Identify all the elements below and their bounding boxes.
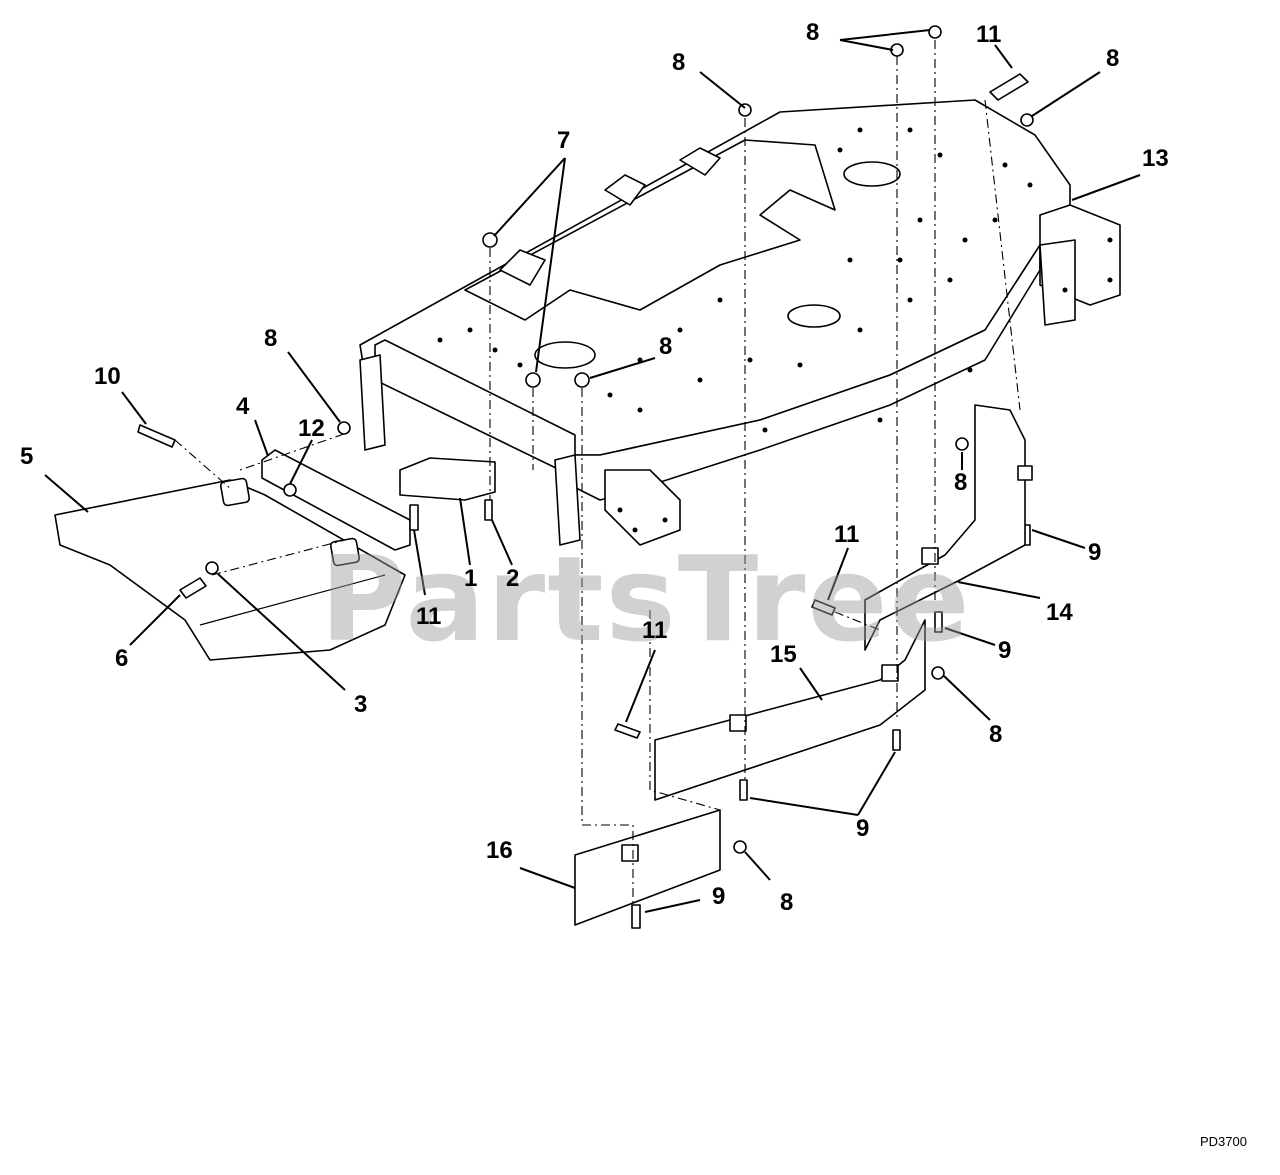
- callout-16: 16: [486, 837, 513, 864]
- drawing-code: PD3700: [1200, 1134, 1247, 1149]
- callout-11: 11: [834, 521, 859, 548]
- discharge-chute: [54, 477, 406, 661]
- callout-9: 9: [712, 883, 725, 910]
- callout-8: 8: [780, 889, 793, 916]
- callout-11: 11: [642, 617, 667, 644]
- callout-3: 3: [354, 691, 367, 718]
- callout-8: 8: [672, 49, 685, 76]
- callout-11: 11: [976, 21, 1001, 48]
- callout-5: 5: [20, 443, 33, 470]
- callout-12: 12: [298, 415, 325, 442]
- leader-lines: [44, 29, 1141, 913]
- callout-7: 7: [557, 127, 570, 154]
- callout-1: 1: [464, 565, 477, 592]
- callout-8: 8: [806, 19, 819, 46]
- callout-4: 4: [236, 393, 250, 420]
- callout-13: 13: [1142, 145, 1169, 172]
- deck-skirt-14: [864, 404, 1033, 651]
- callout-10: 10: [94, 363, 121, 390]
- hardware: [137, 25, 1034, 929]
- callout-labels: 8 11 8 8 13 7 8 8 10 4 12 5 11 1 2 8 11 …: [20, 19, 1169, 916]
- callout-8: 8: [659, 333, 672, 360]
- assembly-lines: [174, 40, 1021, 905]
- callout-14: 14: [1046, 599, 1073, 626]
- callout-9: 9: [856, 815, 869, 842]
- callout-6: 6: [115, 645, 128, 672]
- callout-8: 8: [989, 721, 1002, 748]
- callout-15: 15: [770, 641, 797, 668]
- deck-skirt-15: [654, 619, 926, 801]
- callout-8: 8: [1106, 45, 1119, 72]
- callout-2: 2: [506, 565, 519, 592]
- callout-8: 8: [954, 469, 967, 496]
- baffle-plate-16: [574, 809, 721, 926]
- callout-9: 9: [1088, 539, 1101, 566]
- callout-8: 8: [264, 325, 277, 352]
- callout-9: 9: [998, 637, 1011, 664]
- watermark: PartsTree: [320, 530, 972, 668]
- callout-11: 11: [416, 603, 441, 630]
